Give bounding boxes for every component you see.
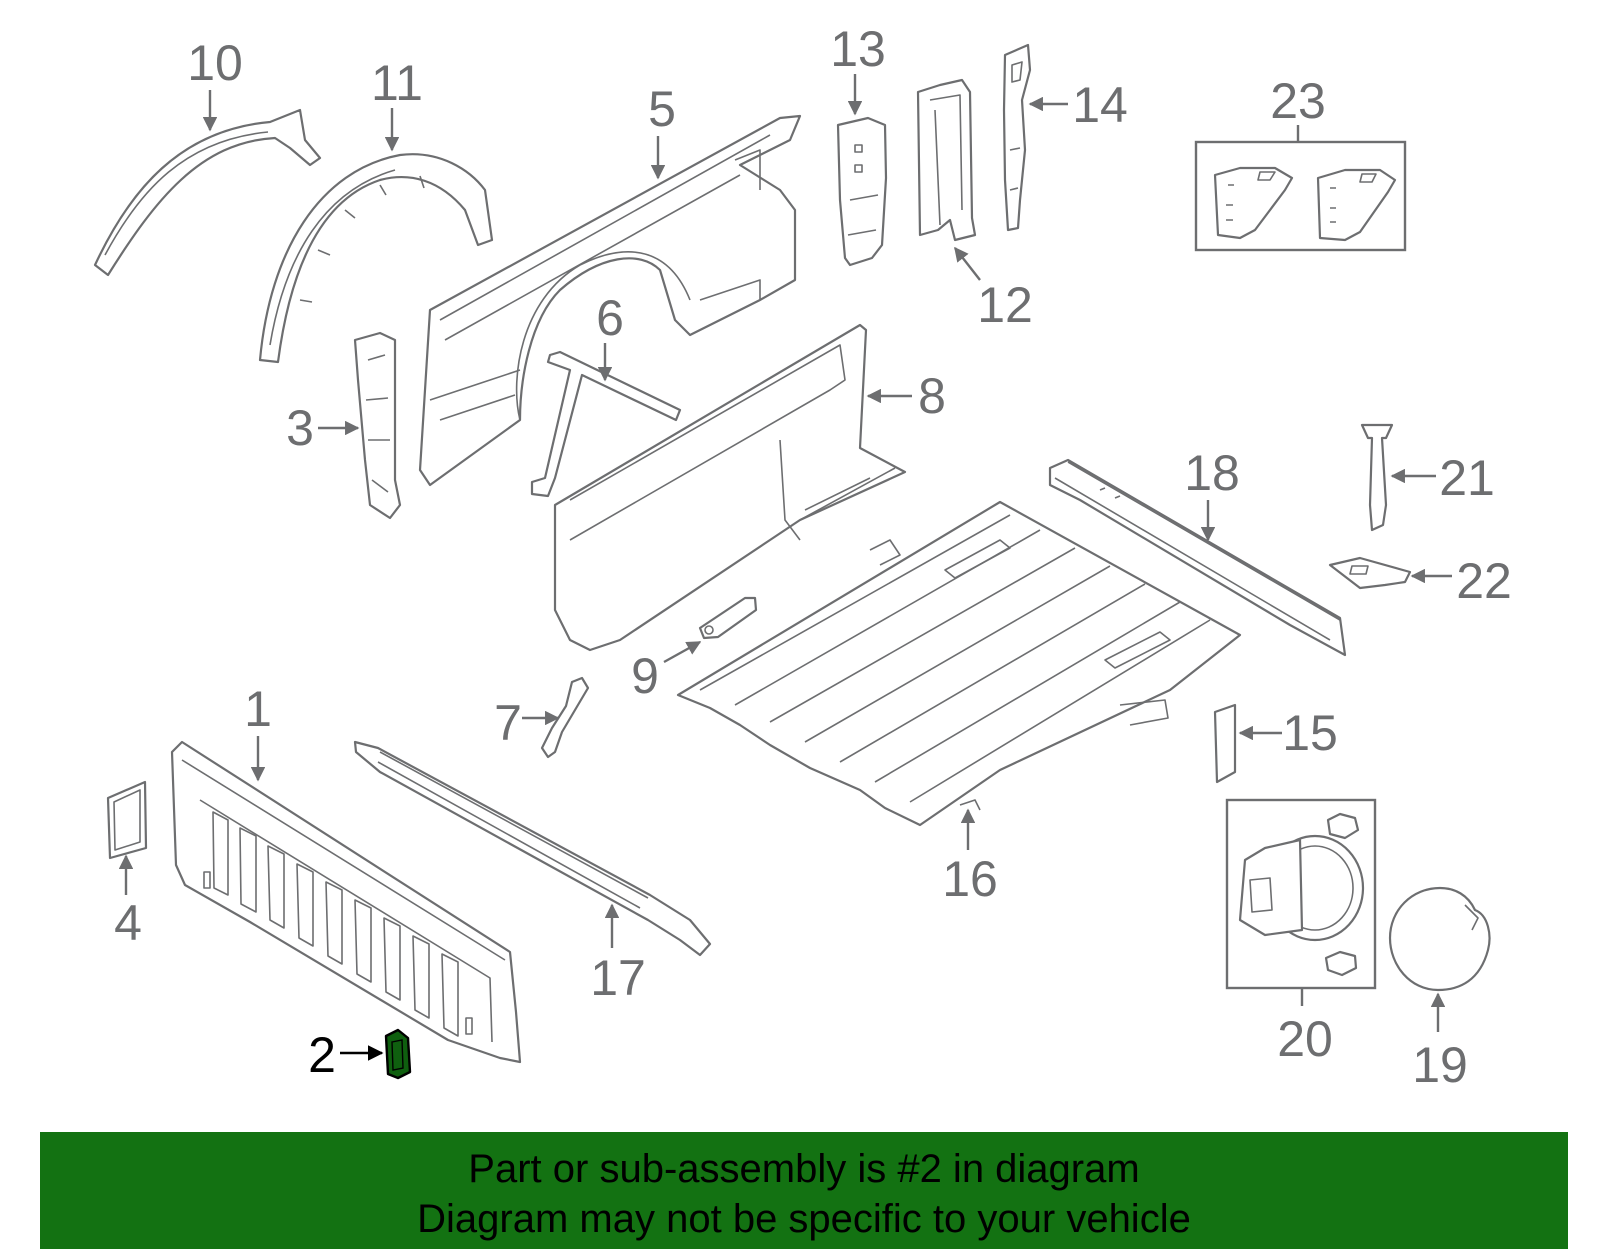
part-1-tailgate — [170, 740, 522, 1064]
info-banner: Part or sub-assembly is #2 in diagram Di… — [40, 1132, 1568, 1249]
leader-12 — [954, 246, 981, 281]
callout-16: 16 — [942, 851, 998, 907]
part-21-bolt — [1360, 423, 1394, 532]
callout-23: 23 — [1270, 73, 1326, 129]
part-7-strap — [540, 676, 590, 759]
part-23-bracket-set — [1194, 140, 1407, 252]
part-6-rod — [530, 350, 682, 498]
part-9-small-bracket — [698, 596, 758, 640]
callout-3: 3 — [286, 400, 314, 456]
callout-1: 1 — [244, 681, 272, 737]
callout-9: 9 — [631, 648, 659, 704]
callout-14: 14 — [1072, 77, 1128, 133]
leader-9 — [663, 640, 702, 664]
part-3-bracket — [353, 331, 402, 520]
part-14-strip-bracket — [1002, 43, 1032, 232]
callout-19: 19 — [1412, 1037, 1468, 1093]
part-10-wheelhouse-arch — [93, 108, 322, 277]
callout-20: 20 — [1277, 1011, 1333, 1067]
part-20-fuel-filler-housing — [1225, 798, 1377, 990]
callout-17: 17 — [590, 950, 646, 1006]
callout-7: 7 — [494, 695, 522, 751]
part-12-pillar-reinforcement — [916, 78, 977, 242]
callout-6: 6 — [596, 290, 624, 346]
banner-line-2: Diagram may not be specific to your vehi… — [417, 1197, 1191, 1241]
callout-5: 5 — [648, 81, 676, 137]
part-8-front-bed-panel — [553, 323, 907, 652]
part-13-pillar — [836, 116, 888, 267]
banner-line-1: Part or sub-assembly is #2 in diagram — [468, 1147, 1140, 1191]
part-17-rail — [353, 740, 712, 957]
part-2-highlighted — [384, 1028, 412, 1080]
callout-12: 12 — [977, 277, 1033, 333]
callout-15: 15 — [1282, 705, 1338, 761]
callout-10: 10 — [187, 35, 243, 91]
callout-2: 2 — [308, 1027, 336, 1083]
part-15-small-plate — [1213, 703, 1237, 784]
callout-11: 11 — [371, 55, 423, 111]
callout-4: 4 — [114, 895, 142, 951]
part-5-bed-side-panel — [418, 114, 802, 487]
callout-18: 18 — [1184, 445, 1240, 501]
callout-13: 13 — [830, 21, 886, 77]
part-4-small-panel — [106, 780, 148, 860]
callout-21: 21 — [1439, 450, 1495, 506]
callout-8: 8 — [918, 368, 946, 424]
callout-22: 22 — [1456, 553, 1512, 609]
part-19-fuel-door — [1388, 886, 1491, 992]
part-16-bed-floor — [676, 500, 1242, 827]
part-11-wheelhouse-inner — [258, 153, 494, 364]
part-22-plate — [1328, 556, 1412, 590]
